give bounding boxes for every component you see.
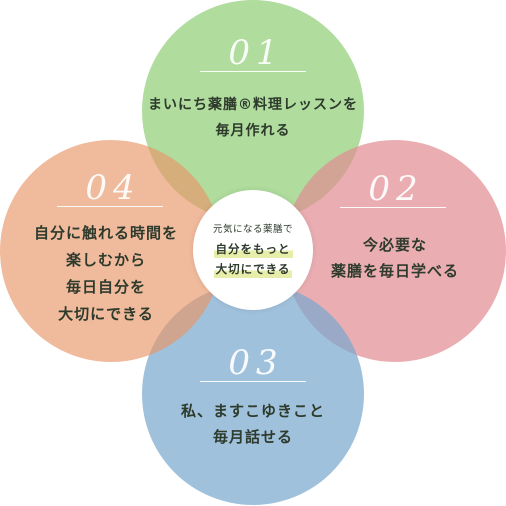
benefit-circle-04	[0, 140, 222, 362]
benefit-text-line: 毎月作れる	[215, 123, 291, 139]
benefit-number-underline	[57, 206, 163, 207]
benefit-text-line: 今必要な	[362, 236, 427, 254]
benefit-text-line: 自分に触れる時間を	[33, 224, 178, 242]
benefit-text-line: 毎日自分を	[65, 278, 146, 296]
benefit-text-line: 大切にできる	[58, 305, 154, 323]
benefit-number-01: 01	[228, 33, 284, 73]
benefit-text-02: 今必要な 薬膳を毎日学べる	[300, 232, 490, 284]
benefit-text-04: 自分に触れる時間を 楽しむから 毎日自分を 大切にできる	[6, 220, 206, 328]
benefit-number-03: 03	[228, 343, 284, 383]
benefit-text-line: 私、ますこゆきこと	[180, 402, 325, 420]
benefit-text-01: まいにち薬膳®料理レッスンを 毎月作れる	[130, 92, 376, 144]
benefit-number-04: 04	[85, 168, 141, 208]
benefit-number-underline	[200, 71, 306, 72]
center-message: 元気になる薬膳で 自分をもっと 大切にできる	[193, 222, 313, 278]
benefit-text-line: 薬膳を毎日学べる	[330, 262, 459, 280]
benefit-number-underline	[340, 207, 446, 208]
benefit-text-line: 毎月話せる	[212, 428, 293, 446]
benefit-number-underline	[200, 381, 306, 382]
benefit-number-02: 02	[368, 169, 424, 209]
center-main-text-line: 自分をもっと	[213, 240, 293, 258]
benefit-text-line: まいにち薬膳®料理レッスンを	[148, 97, 358, 113]
benefit-text-line: 楽しむから	[65, 251, 146, 269]
center-lead-text: 元気になる薬膳で	[212, 224, 293, 235]
center-main-text-line: 大切にできる	[213, 260, 293, 278]
benefit-text-03: 私、ますこゆきこと 毎月話せる	[146, 398, 360, 450]
